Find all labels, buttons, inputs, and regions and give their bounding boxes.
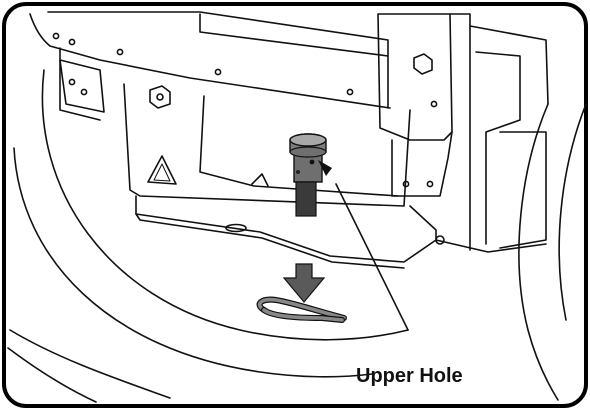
callout-arrowhead xyxy=(318,160,332,176)
plate-hole xyxy=(225,223,247,233)
bolt-11 xyxy=(435,235,445,245)
bolt-2 xyxy=(68,38,76,46)
bolt-7 xyxy=(80,88,88,96)
chassis-side-line xyxy=(199,13,389,57)
right-frame-base xyxy=(435,239,547,253)
right-frame-b xyxy=(469,25,549,105)
chassis-top-edge xyxy=(29,13,391,109)
bolt-3 xyxy=(116,48,124,56)
fitting-center xyxy=(156,93,164,101)
bolt-4 xyxy=(214,68,222,76)
tire-inner-arc xyxy=(41,69,409,341)
right-frame-a xyxy=(449,13,471,251)
hairpin-clip xyxy=(256,296,347,323)
caution-triangle-inner xyxy=(153,163,171,182)
right-frame-d xyxy=(499,131,547,249)
right-wheel-inner-arc xyxy=(558,103,587,321)
right-wheel-arc xyxy=(518,103,559,401)
fitting-nut xyxy=(149,85,171,109)
tire-outer-arc xyxy=(13,147,373,378)
pin-leader-line xyxy=(335,183,409,331)
chassis-lip xyxy=(59,47,101,121)
bolt-6 xyxy=(68,78,76,86)
arrow-down-icon xyxy=(282,263,326,303)
right-frame-c xyxy=(475,51,521,245)
tire-rim-arc xyxy=(9,329,171,399)
bolt-9 xyxy=(402,180,410,188)
hitch-plate xyxy=(135,195,437,263)
right-upright-lower xyxy=(391,131,453,197)
bolt-10 xyxy=(426,180,434,188)
left-bracket xyxy=(59,59,105,113)
tire-lower-arc xyxy=(7,347,97,403)
bolt-5 xyxy=(346,88,354,96)
hitch-plate-edge xyxy=(135,213,405,269)
upper-hole-label: Upper Hole xyxy=(356,365,463,387)
bolt-8 xyxy=(430,100,438,108)
hitch-box-inner xyxy=(199,95,399,197)
chassis-top-plate xyxy=(47,11,389,109)
box-tab xyxy=(251,173,269,187)
caution-triangle-icon xyxy=(147,155,177,185)
hex-nut xyxy=(413,53,433,75)
upper-hole-marker xyxy=(309,159,315,165)
hitch-pin xyxy=(289,133,327,217)
hitch-box-front xyxy=(123,83,411,207)
bolt-1 xyxy=(52,32,60,40)
